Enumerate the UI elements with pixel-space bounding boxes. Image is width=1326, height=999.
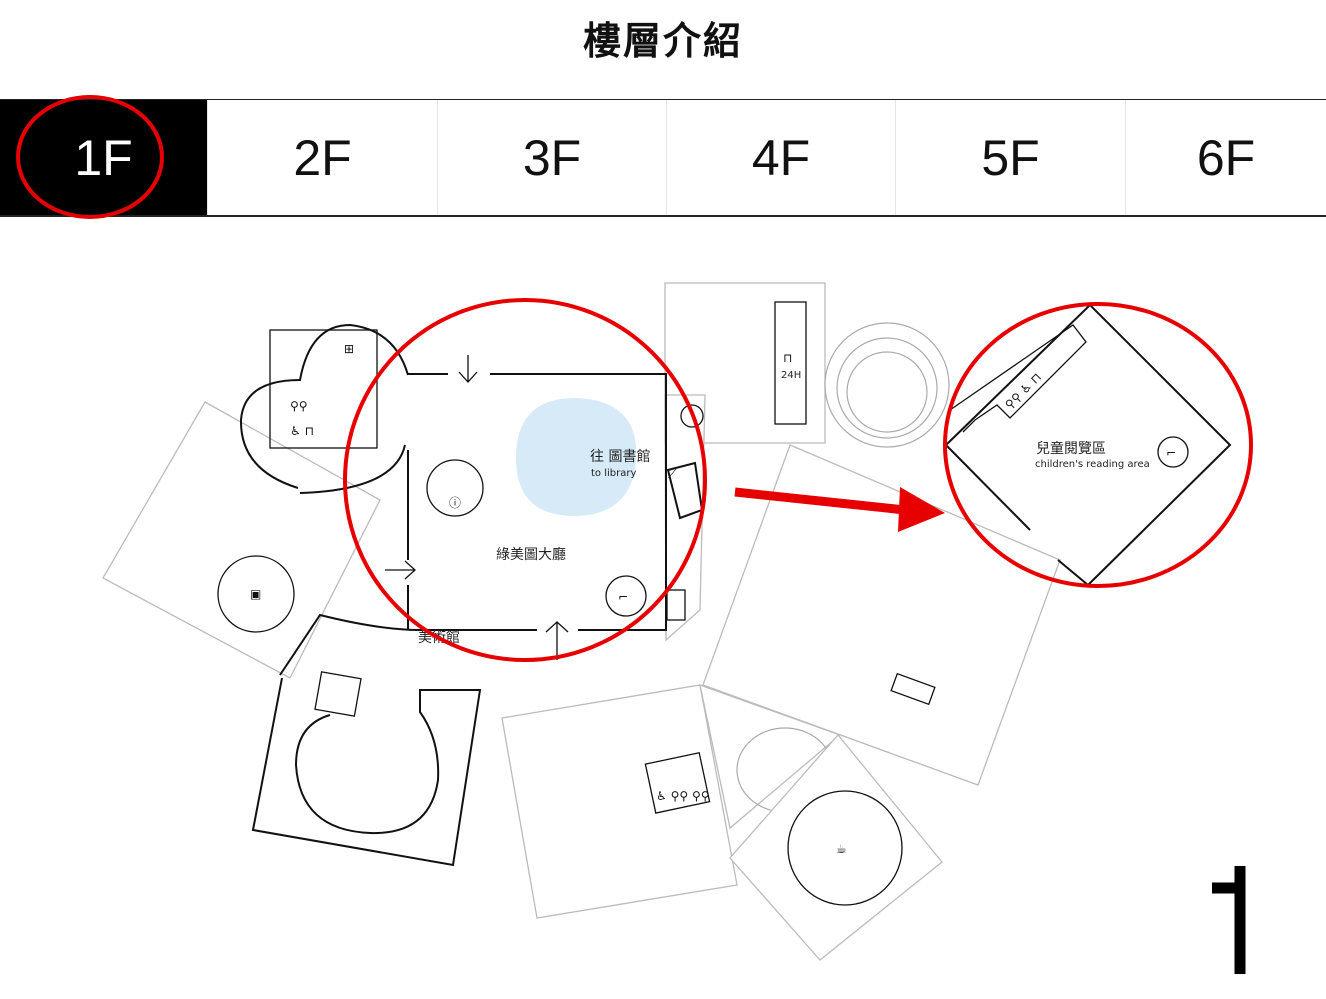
room-west[interactable] bbox=[102, 401, 381, 679]
locker-24h[interactable] bbox=[774, 301, 807, 425]
small-circle bbox=[680, 404, 704, 428]
restroom-icon: ♿ ⚲⚲ ⚲⚲ bbox=[656, 789, 710, 803]
shop-icon: ▣ bbox=[250, 587, 261, 601]
stairs-icon: ⌐ bbox=[618, 590, 628, 604]
heart-room bbox=[239, 323, 409, 494]
kids-sublabel[interactable]: children's reading area bbox=[1035, 459, 1150, 470]
room-mid bbox=[699, 683, 842, 830]
service-box bbox=[269, 329, 378, 449]
room-cafe[interactable] bbox=[729, 733, 943, 961]
shop-circle bbox=[217, 555, 295, 633]
highlight-arrow-shaft bbox=[734, 487, 906, 515]
arrow-down-icon bbox=[458, 355, 478, 383]
restroom-box bbox=[644, 751, 711, 814]
lock-icon: ⊓ bbox=[783, 351, 792, 365]
room-south[interactable] bbox=[501, 684, 738, 919]
restroom-icon-2: ⚲⚲ bbox=[290, 399, 308, 413]
tab-5f[interactable]: 5F bbox=[896, 100, 1126, 215]
library-sublabel[interactable]: to library bbox=[591, 468, 636, 479]
escalator-icon: ⟋ bbox=[668, 467, 677, 481]
round-room-inner bbox=[846, 351, 928, 433]
first-aid-icon: ⊞ bbox=[344, 342, 354, 356]
hall-walls bbox=[407, 373, 667, 631]
info-icon: ⓘ bbox=[449, 496, 461, 510]
counter bbox=[890, 672, 936, 706]
locker-label: 24H bbox=[781, 370, 801, 381]
highlight-arrow-head bbox=[898, 487, 945, 532]
stairs-circle bbox=[605, 575, 647, 617]
arrow-up-icon bbox=[545, 621, 569, 660]
hall-label: 綠美圖大廳 bbox=[496, 546, 566, 563]
tab-3f[interactable]: 3F bbox=[438, 100, 667, 215]
tab-6f[interactable]: 6F bbox=[1196, 129, 1256, 186]
round-room-outer bbox=[824, 322, 950, 448]
kids-stairs-icon: ⌐ bbox=[1166, 446, 1176, 460]
highlight-circle-1f bbox=[16, 95, 164, 219]
restroom-icon-3: ⚲⚲ ♿ ⊓ bbox=[1002, 370, 1044, 412]
highlight-circle-kids bbox=[943, 302, 1253, 588]
page-title: 樓層介紹 bbox=[582, 19, 743, 63]
cafe-circle bbox=[787, 790, 903, 906]
accessible-icon: ♿ ⊓ bbox=[290, 424, 314, 438]
kids-label[interactable]: 兒童閱覽區 bbox=[1036, 440, 1106, 457]
tab-4f[interactable]: 4F bbox=[667, 100, 896, 215]
round-room-mid bbox=[836, 337, 938, 439]
arrow-right-icon bbox=[385, 560, 416, 580]
museum-outline bbox=[251, 613, 482, 867]
elevator-box bbox=[666, 589, 686, 621]
coffee-icon: ☕ bbox=[836, 842, 847, 856]
info-circle bbox=[426, 459, 484, 517]
highlight-circle-hall bbox=[343, 298, 707, 662]
library-area bbox=[516, 398, 637, 516]
kids-stairs-circle bbox=[1157, 436, 1189, 468]
kids-area-outline bbox=[945, 303, 1232, 587]
tab-2f[interactable]: 2F bbox=[208, 100, 438, 215]
north-marker-icon bbox=[1212, 866, 1246, 974]
info-box bbox=[314, 671, 362, 717]
kids-service-strip bbox=[949, 324, 1087, 433]
library-label[interactable]: 往 圖書館 bbox=[590, 448, 650, 465]
